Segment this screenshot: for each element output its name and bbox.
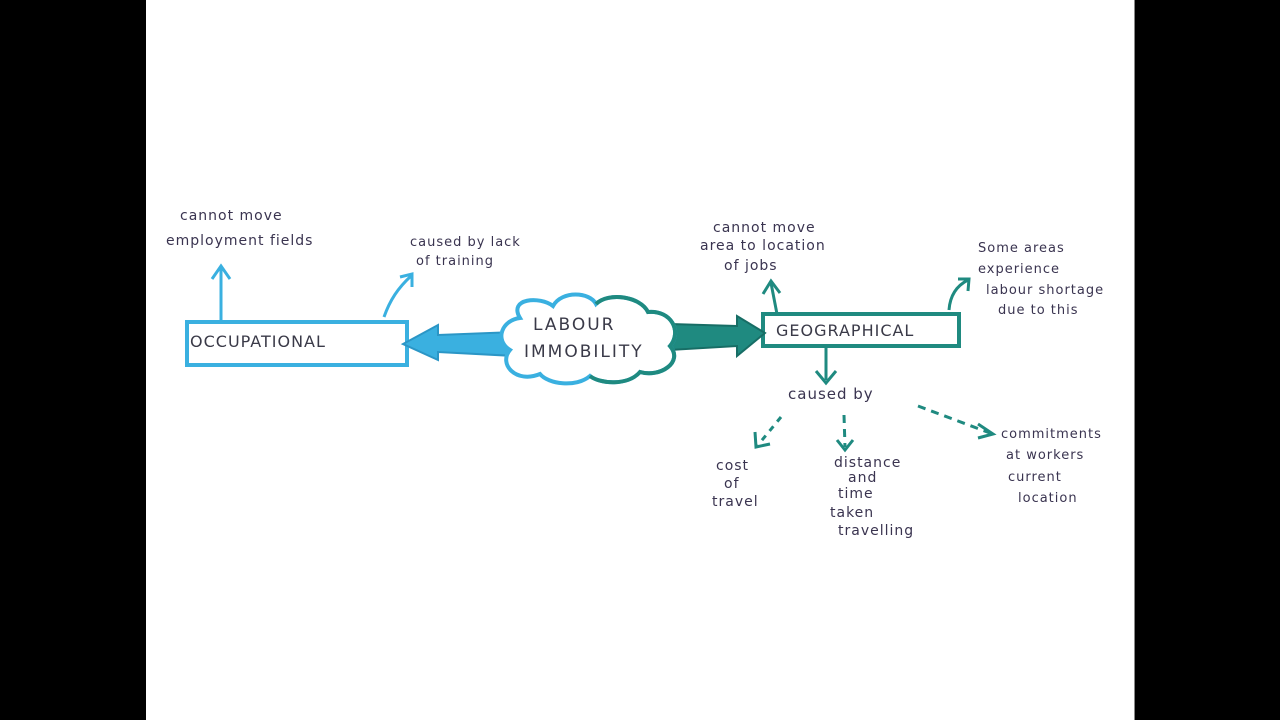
arrow-up-geographical-right — [947, 277, 971, 311]
geographical-note-left: cannot move area to location of jobs — [700, 220, 831, 274]
center-cloud — [499, 292, 677, 386]
occupational-note-right: caused by lack of training — [410, 235, 526, 269]
arrow-down-caused-by — [814, 348, 838, 386]
center-label-line1: LABOUR — [533, 315, 616, 335]
geographical-box — [761, 312, 961, 348]
cause-distance-time: distance and time taken travelling — [830, 455, 914, 539]
arrow-cause-cost — [753, 416, 783, 449]
caused-by-label: caused by — [788, 385, 874, 403]
arrow-up-occupational-left — [210, 263, 232, 322]
arrow-up-occupational-right — [382, 272, 414, 318]
occupational-note-left: cannot move employment fields — [166, 208, 313, 249]
center-cloud-teal-edge — [588, 295, 677, 385]
occupational-box — [185, 320, 409, 367]
geographical-label: GEOGRAPHICAL — [776, 321, 914, 340]
arrow-to-occupational — [400, 323, 516, 362]
arrow-cause-distance — [835, 414, 855, 453]
cause-cost-of-travel: cost of travel — [712, 458, 759, 510]
center-label-line2: IMMOBILITY — [524, 342, 644, 362]
arrow-up-geographical-left — [761, 278, 782, 315]
arrow-cause-commitments — [917, 404, 997, 440]
occupational-label: OCCUPATIONAL — [190, 332, 326, 351]
arrow-to-geographical — [669, 314, 767, 359]
geographical-note-right: Some areas experience labour shortage du… — [978, 241, 1109, 318]
cause-commitments: commitments at workers current location — [1001, 427, 1107, 506]
